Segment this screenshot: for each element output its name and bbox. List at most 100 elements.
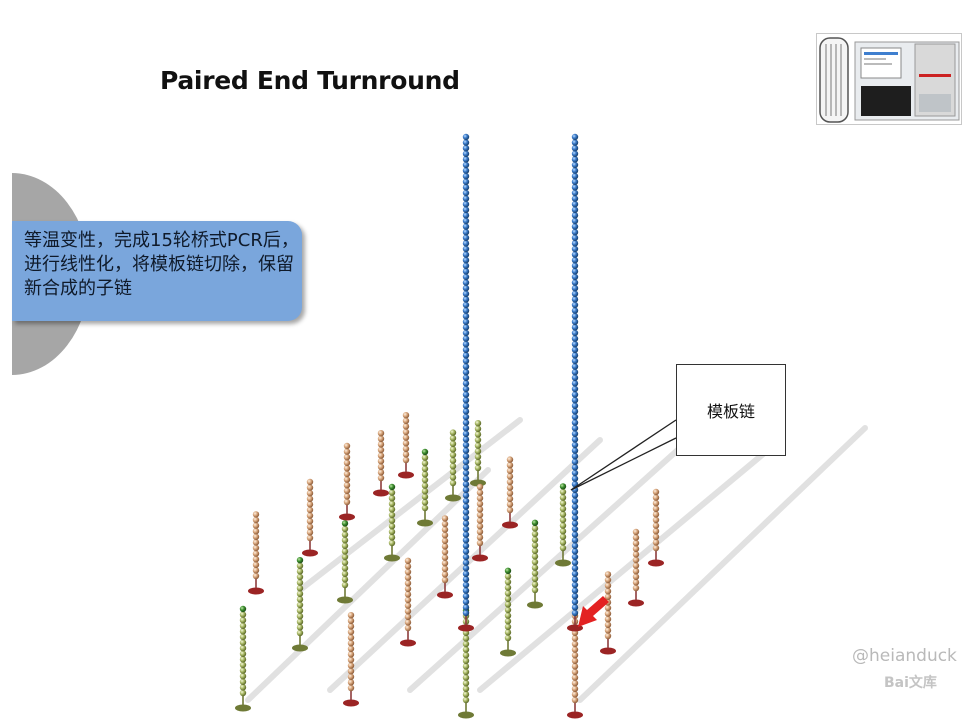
nucleotide-bead bbox=[252, 561, 260, 568]
nucleotide-bead bbox=[462, 240, 470, 247]
dna-strand bbox=[400, 557, 416, 647]
nucleotide-bead bbox=[402, 456, 410, 464]
dna-strand bbox=[472, 483, 488, 562]
nucleotide-bead bbox=[462, 565, 470, 572]
nucleotide-bead bbox=[388, 539, 396, 547]
nucleotide-bead bbox=[306, 506, 314, 514]
nucleotide-bead bbox=[421, 471, 429, 478]
nucleotide-bead bbox=[388, 517, 396, 524]
anchor-base bbox=[458, 624, 474, 632]
nucleotide-bead bbox=[421, 482, 429, 489]
nucleotide-bead bbox=[504, 567, 512, 574]
anchor-base bbox=[567, 711, 583, 719]
nucleotide-bead bbox=[571, 133, 579, 141]
nucleotide-bead bbox=[462, 161, 470, 169]
dna-strand bbox=[628, 528, 644, 607]
nucleotide-bead bbox=[571, 380, 579, 387]
nucleotide-bead bbox=[462, 663, 470, 670]
nucleotide-bead bbox=[476, 500, 484, 507]
nucleotide-bead bbox=[377, 430, 385, 437]
dna-strands bbox=[235, 133, 664, 719]
anchor-base bbox=[339, 513, 355, 521]
anchor-base bbox=[292, 644, 308, 652]
nucleotide-bead bbox=[462, 229, 470, 236]
nucleotide-bead bbox=[421, 499, 429, 506]
nucleotide-bead bbox=[462, 436, 470, 443]
anchor-base bbox=[248, 587, 264, 595]
nucleotide-bead bbox=[571, 184, 579, 191]
dna-strand bbox=[339, 442, 355, 521]
nucleotide-bead bbox=[604, 588, 612, 595]
nucleotide-bead bbox=[632, 545, 640, 552]
nucleotide-bead bbox=[604, 627, 612, 634]
nucleotide-bead bbox=[341, 576, 349, 583]
nucleotide-bead bbox=[343, 493, 351, 500]
nucleotide-bead bbox=[341, 531, 349, 538]
nucleotide-bead bbox=[404, 613, 412, 620]
nucleotide-bead bbox=[462, 346, 470, 353]
nucleotide-bead bbox=[462, 156, 470, 163]
nucleotide-bead bbox=[571, 419, 579, 426]
nucleotide-bead bbox=[504, 573, 512, 580]
nucleotide-bead bbox=[462, 430, 470, 437]
nucleotide-bead bbox=[559, 488, 567, 496]
nucleotide-bead bbox=[462, 514, 470, 521]
nucleotide-bead bbox=[506, 506, 514, 514]
nucleotide-bead bbox=[449, 451, 457, 459]
nucleotide-bead bbox=[476, 523, 484, 530]
nucleotide-bead bbox=[571, 542, 579, 549]
nucleotide-bead bbox=[252, 533, 260, 540]
nucleotide-bead bbox=[559, 494, 567, 501]
nucleotide-bead bbox=[296, 557, 304, 564]
nucleotide-bead bbox=[571, 587, 579, 594]
nucleotide-bead bbox=[476, 489, 484, 496]
nucleotide-bead bbox=[239, 667, 247, 674]
nucleotide-bead bbox=[239, 678, 247, 685]
nucleotide-bead bbox=[462, 425, 470, 432]
nucleotide-bead bbox=[462, 385, 470, 393]
nucleotide-bead bbox=[571, 173, 579, 180]
dna-strand bbox=[445, 429, 461, 502]
dna-strand bbox=[337, 520, 353, 604]
nucleotide-bead bbox=[571, 646, 579, 653]
nucleotide-bead bbox=[462, 212, 470, 219]
anchor-base bbox=[628, 599, 644, 607]
nucleotide-bead bbox=[341, 542, 349, 549]
nucleotide-bead bbox=[462, 691, 470, 698]
nucleotide-bead bbox=[571, 273, 579, 281]
nucleotide-bead bbox=[252, 550, 260, 557]
dna-strand bbox=[648, 488, 664, 567]
nucleotide-bead bbox=[476, 539, 484, 547]
nucleotide-bead bbox=[571, 509, 579, 516]
nucleotide-bead bbox=[404, 596, 412, 604]
anchor-base bbox=[373, 489, 389, 497]
nucleotide-bead bbox=[474, 448, 482, 455]
nucleotide-bead bbox=[347, 634, 355, 641]
nucleotide-bead bbox=[571, 553, 579, 561]
nucleotide-bead bbox=[449, 479, 457, 487]
nucleotide-bead bbox=[377, 435, 385, 442]
nucleotide-bead bbox=[462, 352, 470, 359]
nucleotide-bead bbox=[504, 634, 512, 642]
dna-strand bbox=[398, 412, 414, 479]
nucleotide-bead bbox=[388, 528, 396, 535]
nucleotide-bead bbox=[462, 458, 470, 465]
nucleotide-bead bbox=[571, 436, 579, 443]
anchor-base bbox=[472, 554, 488, 562]
nucleotide-bead bbox=[421, 454, 429, 461]
nucleotide-bead bbox=[571, 374, 579, 381]
nucleotide-bead bbox=[571, 685, 579, 692]
nucleotide-bead bbox=[343, 498, 351, 506]
nucleotide-bead bbox=[559, 544, 567, 552]
nucleotide-bead bbox=[559, 522, 567, 529]
nucleotide-bead bbox=[531, 530, 539, 538]
nucleotide-bead bbox=[404, 602, 412, 609]
nucleotide-bead bbox=[559, 505, 567, 512]
nucleotide-bead bbox=[343, 459, 351, 466]
nucleotide-bead bbox=[462, 273, 470, 281]
nucleotide-bead bbox=[571, 234, 579, 241]
nucleotide-bead bbox=[462, 301, 470, 309]
nucleotide-bead bbox=[462, 402, 470, 409]
nucleotide-bead bbox=[571, 492, 579, 499]
nucleotide-bead bbox=[449, 446, 457, 453]
